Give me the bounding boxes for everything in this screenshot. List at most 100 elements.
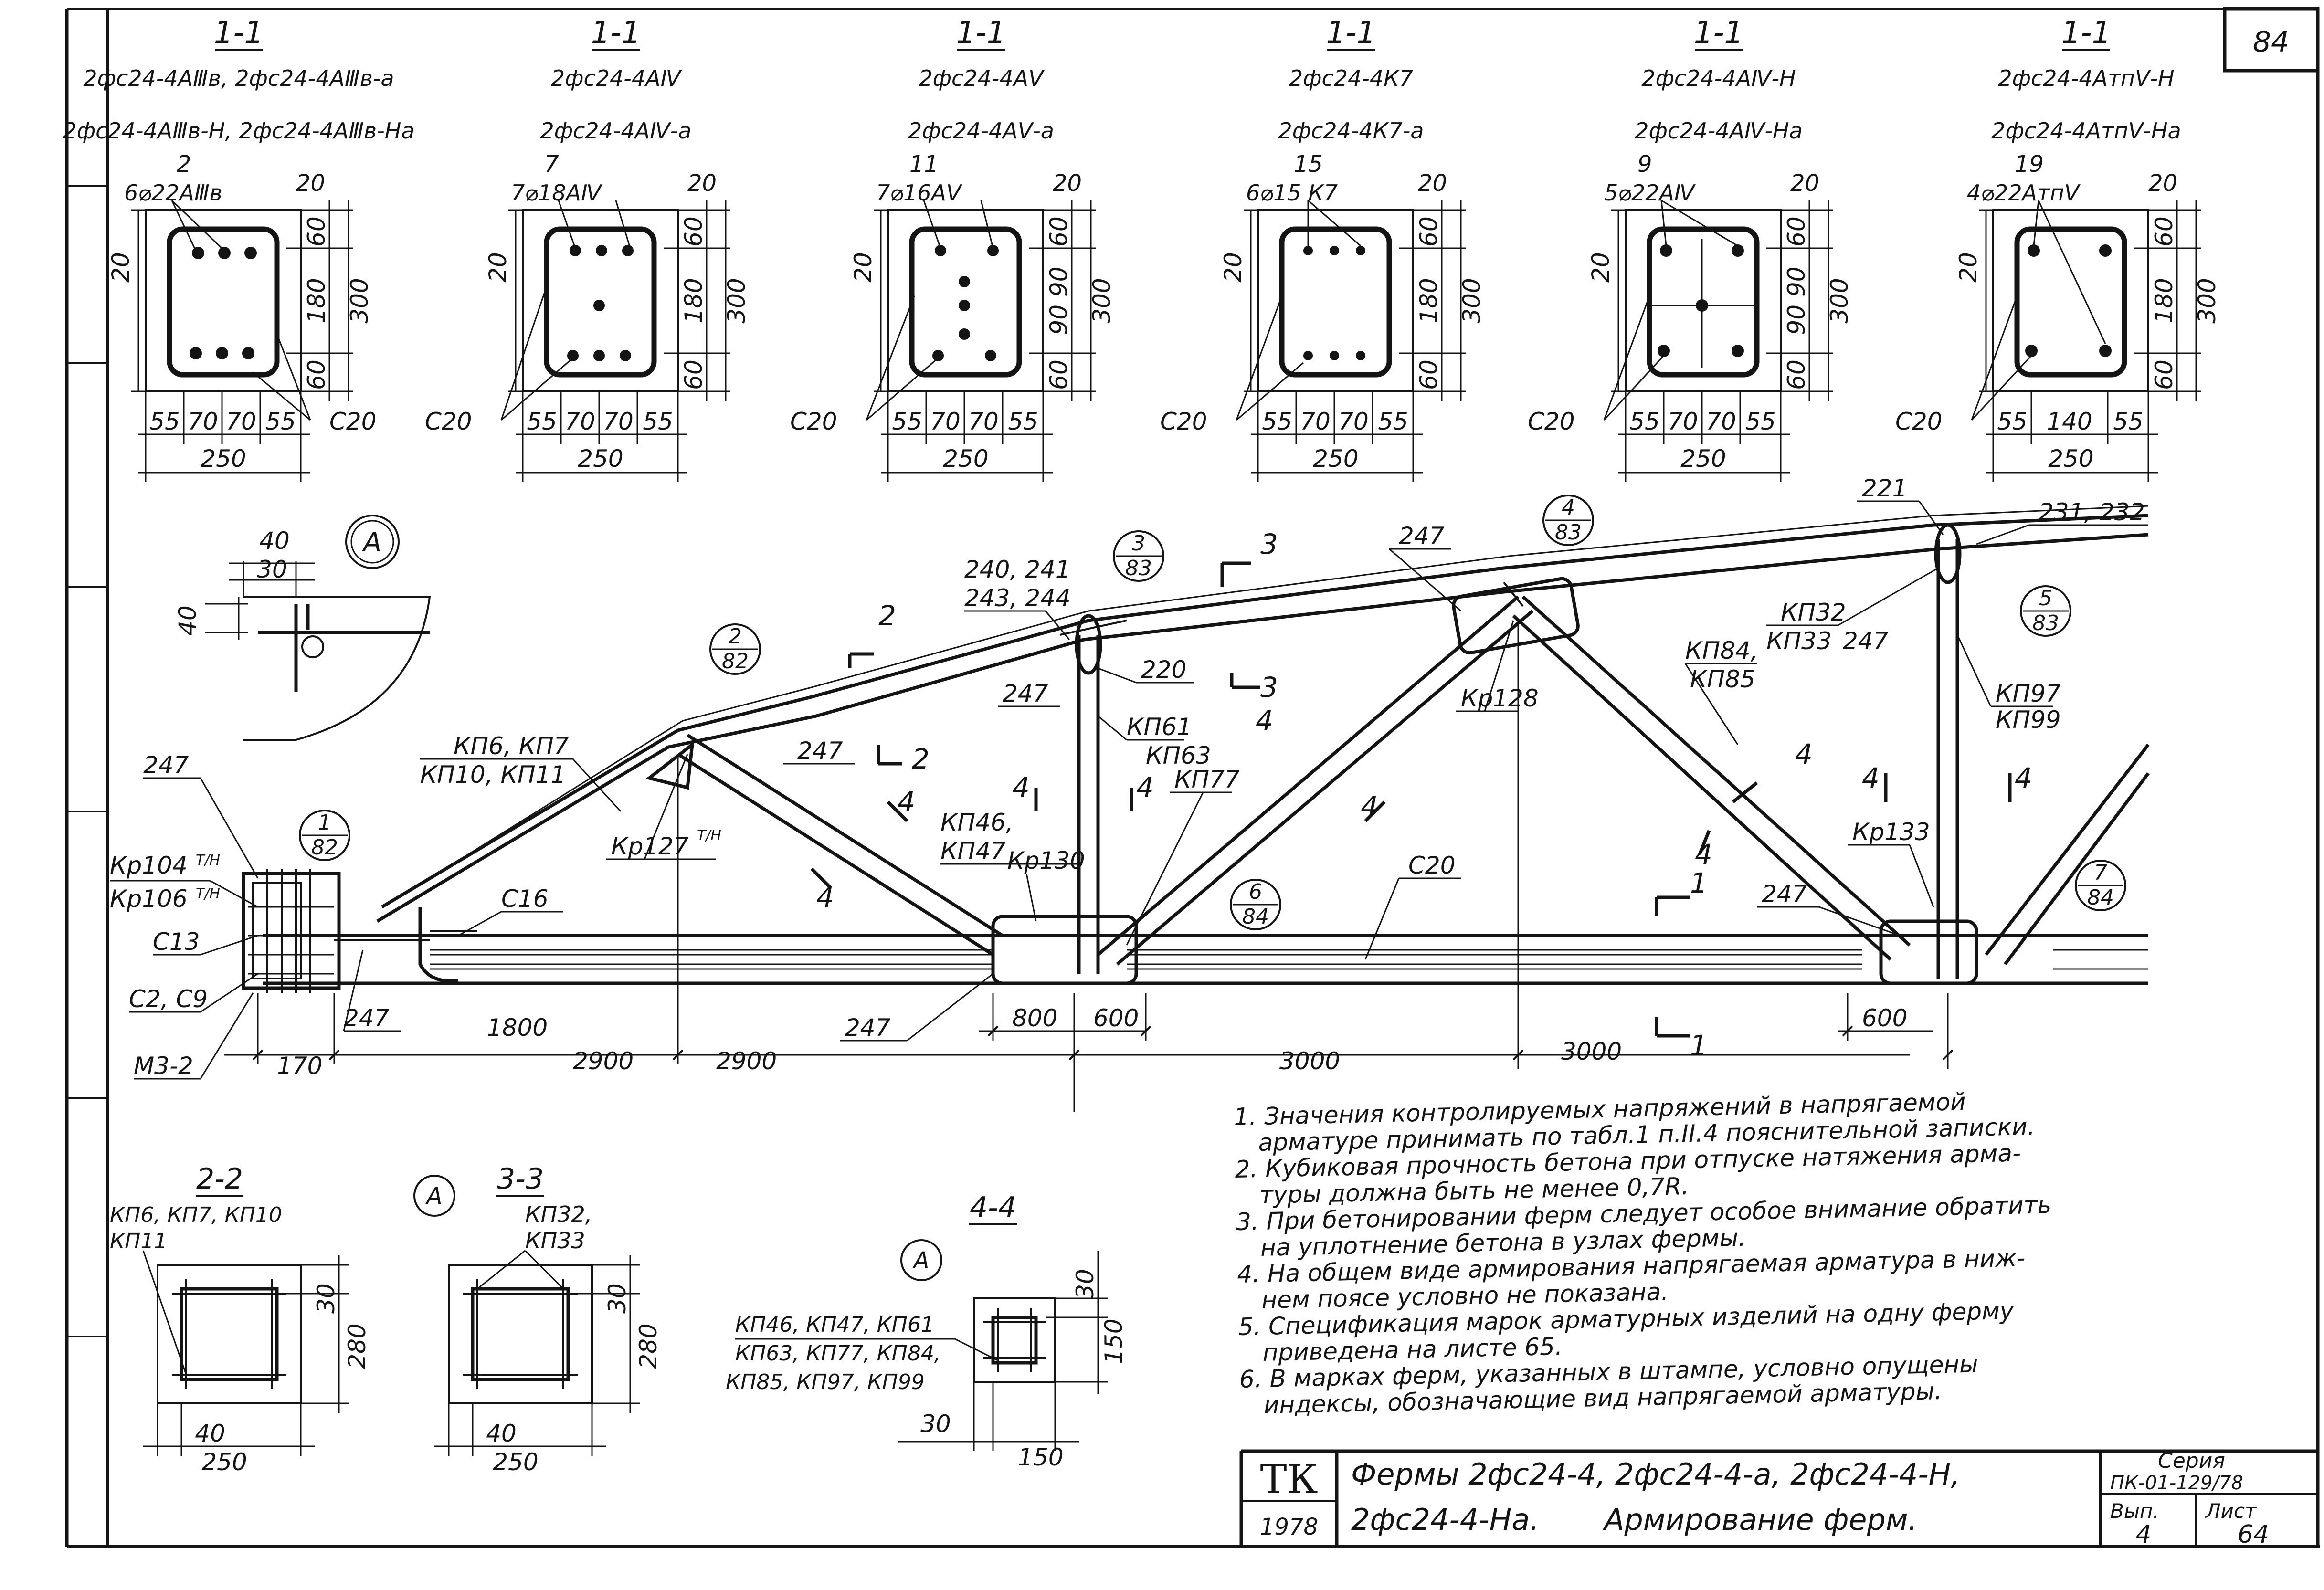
- detail-a-dim-v: 40: [174, 605, 201, 636]
- section-types-2: 2фс24-4АⅣ-а: [540, 118, 692, 144]
- cut-label-4h: 4: [2015, 762, 2032, 794]
- section-rebar: 4⌀22АтпⅤ: [1967, 180, 2081, 206]
- sheet-value: 64: [2238, 1520, 2269, 1549]
- dim-2900-a: 2900: [573, 1047, 634, 1075]
- svg-text:4: 4: [1562, 495, 1575, 520]
- left-cover: 20: [484, 252, 512, 283]
- section-4: 1-1 2фс24-4К7 2фс24-4К7-а 15 6⌀15 К7 20 …: [1160, 15, 1486, 482]
- section-cover: 20: [1053, 170, 1082, 197]
- h-bot: 60: [680, 359, 708, 390]
- label-kr104-tn: Т/Н: [196, 852, 220, 869]
- truss: 1 82 2 82 3 83 4 83 5 83 6 84: [110, 474, 2150, 1080]
- cut-label-1b: 1: [1690, 1029, 1708, 1062]
- h-total: 300: [1088, 278, 1116, 323]
- label-kp47: КП47: [940, 837, 1006, 865]
- cut-label-4f: 4: [1795, 738, 1813, 770]
- label-kp85: КП85: [1690, 665, 1755, 693]
- label-c13: С13: [153, 928, 200, 956]
- section-cover: 20: [687, 170, 717, 197]
- section-cover: 20: [1790, 170, 1819, 197]
- title-line-1: Фермы 2фс24-4, 2фс24-4-а, 2фс24-4-Н,: [1351, 1457, 1960, 1492]
- node-bubble-7: 7 84: [2075, 860, 2126, 911]
- stirrup-label: С20: [425, 408, 472, 435]
- title-org: ТК: [1260, 1456, 1318, 1503]
- label-240-241: 240, 241: [964, 556, 1071, 583]
- dim-1800: 1800: [487, 1014, 548, 1042]
- sec44-label: 4-4: [970, 1191, 1016, 1224]
- concrete-outline: [522, 209, 679, 392]
- w-dim-1: 55: [1997, 408, 2028, 435]
- w-dim-4: 55: [1745, 408, 1776, 435]
- width: 250: [1313, 445, 1358, 473]
- label-247-e: 247: [845, 1014, 891, 1042]
- width: 250: [201, 445, 246, 473]
- label-kr106-tn: Т/Н: [196, 885, 220, 902]
- svg-text:5: 5: [2039, 586, 2052, 611]
- section-label: 1-1: [214, 15, 264, 51]
- label-c20: С20: [1408, 852, 1456, 879]
- sec33-dim-30: 30: [603, 1283, 631, 1314]
- node-bubble-5: 5 83: [2020, 585, 2071, 637]
- sheet-frame: [65, 7, 2320, 1548]
- cut-label-4e: 4: [1695, 838, 1712, 871]
- stirrup: [167, 226, 280, 378]
- svg-text:84: 84: [2087, 885, 2114, 910]
- sec22-dim-40: 40: [195, 1420, 225, 1447]
- left-cover: 20: [849, 252, 877, 283]
- detail-a-bubble: [345, 515, 400, 569]
- label-kr106: Кр106: [110, 885, 188, 913]
- detail-a-outline: [243, 596, 431, 741]
- section-rebar: 6⌀15 К7: [1246, 180, 1338, 206]
- h-mid: 180: [303, 278, 330, 323]
- left-cover: 20: [1219, 252, 1247, 283]
- label-243-244: 243, 244: [964, 584, 1071, 612]
- section-types-2: 2фс24-4К7-а: [1278, 118, 1424, 144]
- sec33-bubble-text: А: [425, 1183, 443, 1210]
- w-dim-4: 55: [1378, 408, 1408, 435]
- stirrup-label: С20: [1160, 408, 1207, 435]
- label-kp97: КП97: [1996, 680, 2061, 707]
- h-top: 60: [1415, 216, 1443, 247]
- h-total: 300: [723, 278, 750, 323]
- section-rebar: 7⌀16АⅤ: [876, 180, 963, 206]
- node-bubble-1: 1 82: [299, 810, 350, 861]
- cut-label-4b: 4: [1136, 771, 1154, 804]
- label-kp33: КП33: [1766, 627, 1832, 655]
- h-top: 60: [1783, 216, 1810, 247]
- label-247-g: 247: [1843, 627, 1889, 655]
- sec22-dim-280: 280: [343, 1323, 371, 1369]
- stirrup-label: С20: [1528, 408, 1575, 435]
- w-dim-3: 55: [2113, 408, 2144, 435]
- w-dim-1: 55: [892, 408, 922, 435]
- section-types-1: 2фс24-4АтпⅤ-Н: [1998, 65, 2174, 91]
- stirrup: [1279, 226, 1392, 378]
- sec44-dim-150a: 150: [1100, 1318, 1128, 1364]
- h-total: 300: [2193, 278, 2221, 323]
- sec44-marks-3: КП85, КП97, КП99: [726, 1370, 925, 1394]
- sec33-bubble: [413, 1175, 455, 1217]
- label-247-d: 247: [1003, 680, 1048, 707]
- sec44-bubble: [900, 1239, 942, 1281]
- section-pos: 19: [2015, 151, 2044, 178]
- label-c2c9: С2, С9: [129, 985, 208, 1013]
- stirrup: [544, 226, 657, 378]
- section-cover: 20: [296, 170, 325, 197]
- h-bot: 60: [1783, 359, 1810, 390]
- cut-label-1a: 1: [1690, 867, 1708, 899]
- h-bot: 60: [303, 359, 330, 390]
- label-kr133: Кр133: [1852, 818, 1930, 846]
- sec22-dim-250: 250: [201, 1448, 247, 1476]
- issue-label: Вып.: [2110, 1499, 2159, 1523]
- section-3: 1-1 2фс24-4АⅤ 2фс24-4АⅤ-а 11 7⌀16АⅤ 20 2…: [790, 15, 1116, 482]
- h-total: 300: [1458, 278, 1486, 323]
- label-kp63: КП63: [1146, 742, 1211, 769]
- node-bubble-2: 2 82: [709, 623, 761, 675]
- sec33-dim-280: 280: [634, 1323, 662, 1369]
- label-kr128: Кр128: [1461, 684, 1539, 712]
- label-kp77: КП77: [1174, 766, 1240, 793]
- detail-a-dim-40: 40: [259, 527, 290, 555]
- svg-text:83: 83: [1555, 520, 1582, 545]
- corner-sheet-number: 84: [2253, 25, 2289, 59]
- stirrup-label: С20: [329, 408, 377, 435]
- section-types-1: 2фс24-4АⅢв, 2фс24-4АⅢв-а: [83, 65, 394, 91]
